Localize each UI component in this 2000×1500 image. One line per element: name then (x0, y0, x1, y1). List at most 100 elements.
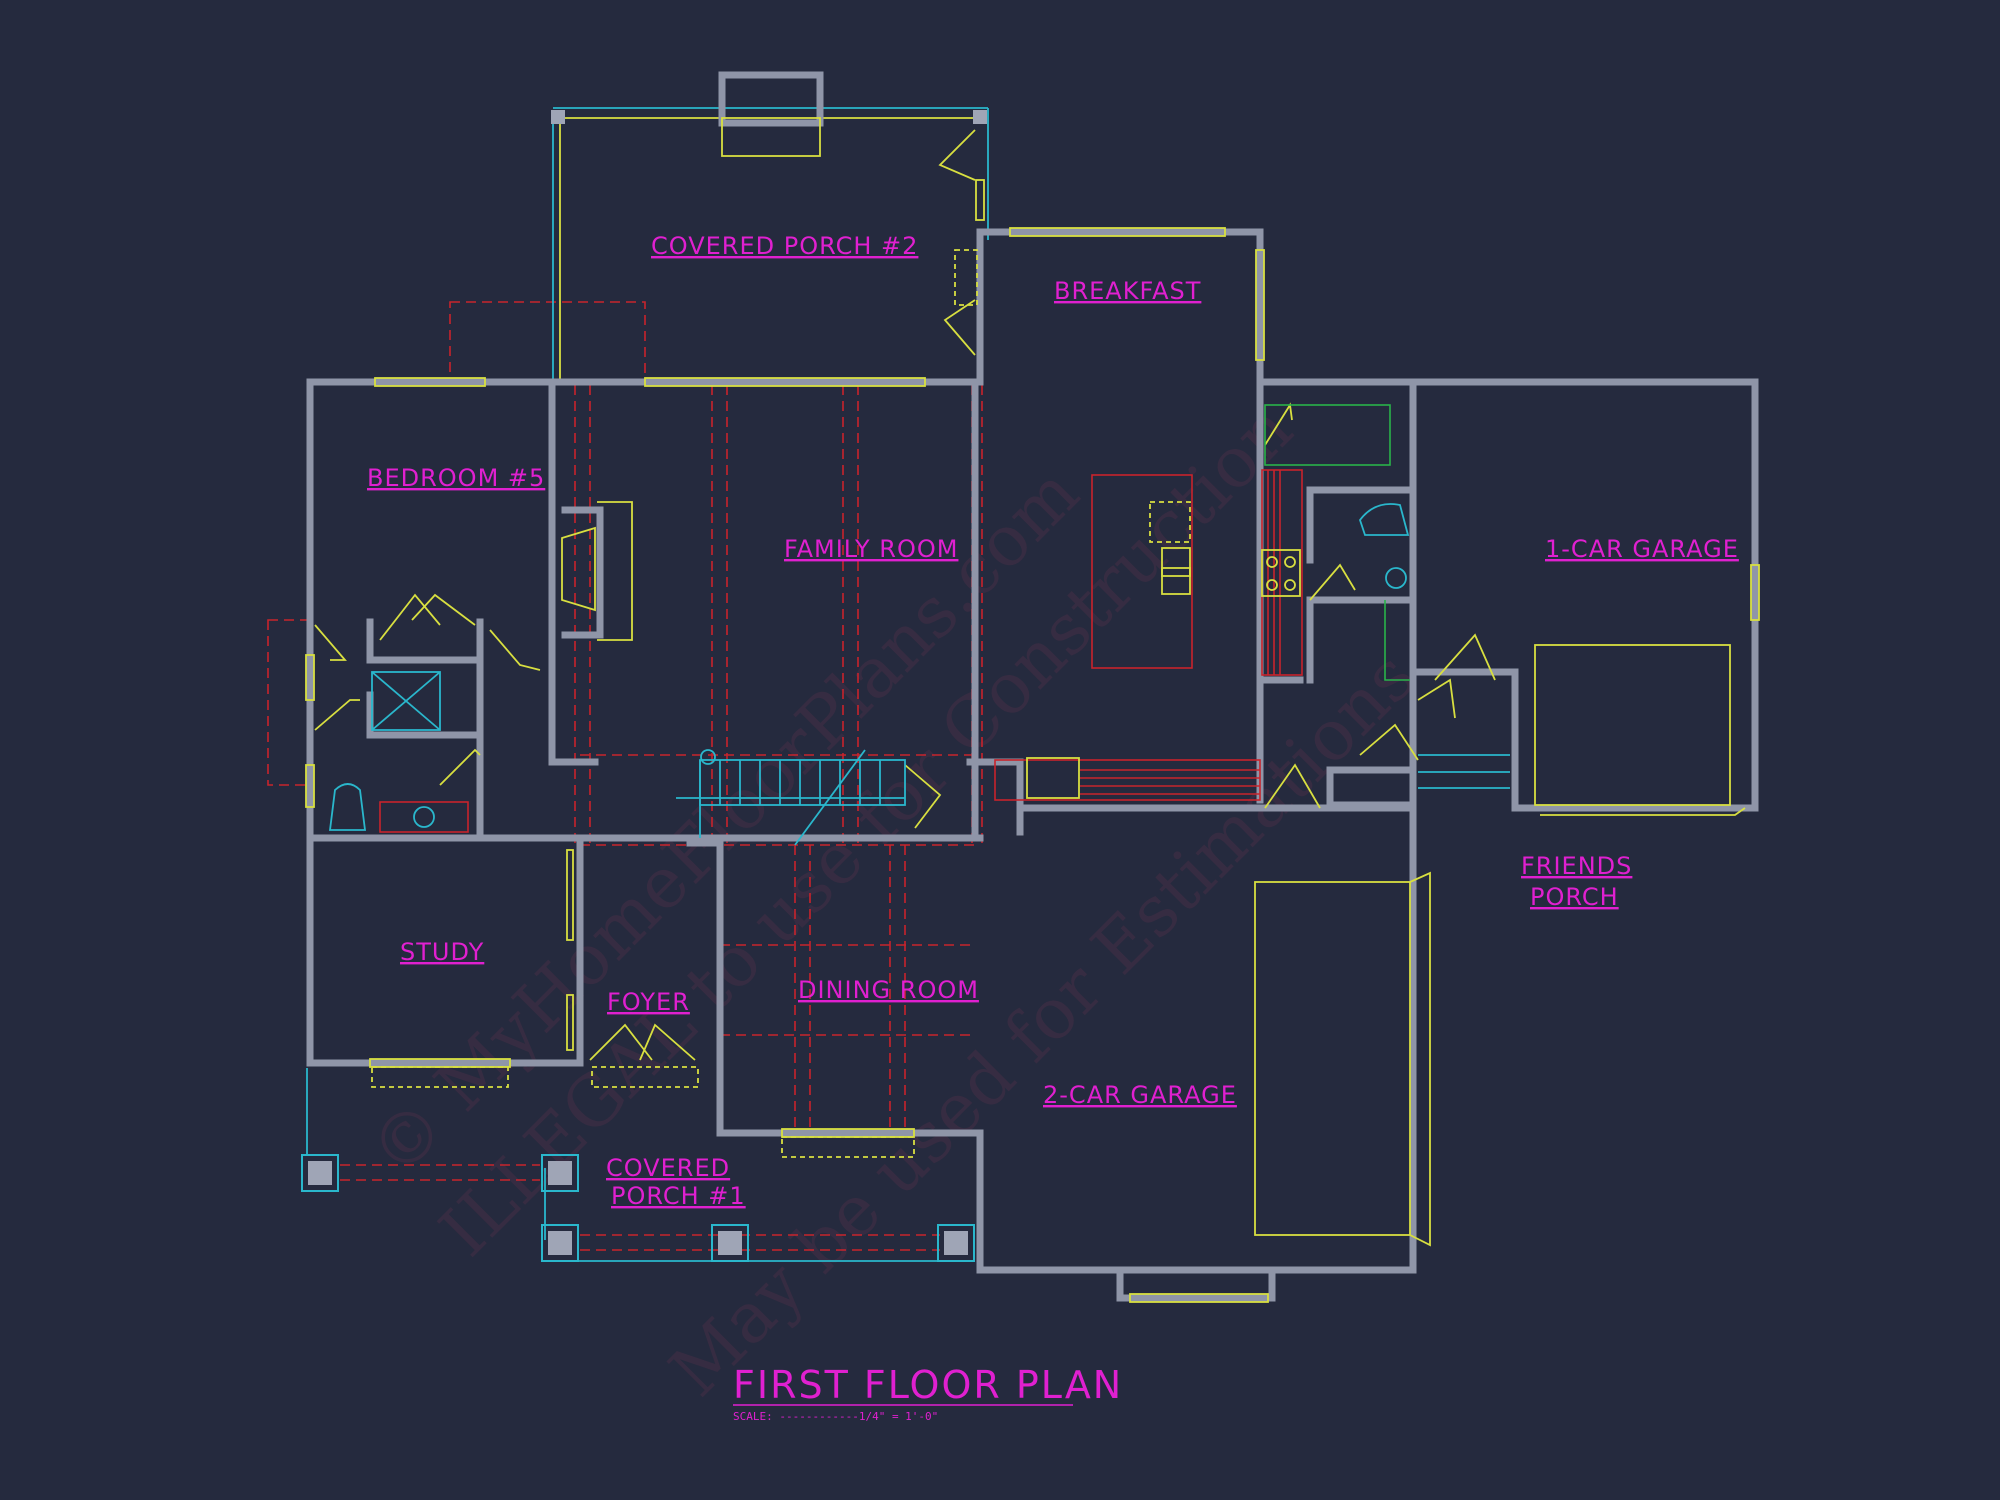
toilet (328, 783, 367, 831)
family-fireplace (561, 501, 633, 641)
trash-pullout (1161, 567, 1191, 595)
door-swing (1309, 563, 1356, 601)
window (566, 849, 574, 941)
front-porch (301, 1068, 975, 1262)
door-swing (904, 764, 942, 829)
window (305, 764, 315, 808)
stair-newel (700, 749, 716, 765)
porch-column-fill (548, 1161, 572, 1185)
door-swing (314, 699, 360, 731)
watermark-line-2: ILLEGAL to use for Construction (424, 388, 1308, 1272)
window (374, 377, 486, 387)
door-swing (639, 1023, 696, 1061)
window-sill (781, 1136, 915, 1158)
label-covered-porch-1-line2: PORCH #1 (611, 1182, 746, 1210)
plan-title-block: FIRST FLOOR PLAN SCALE: ------------1/4"… (733, 1363, 1121, 1423)
one-car-vehicle (1534, 644, 1731, 806)
porch-column-fill (548, 1231, 572, 1255)
door-swing (943, 299, 976, 356)
foyer-wall (686, 839, 724, 1137)
windows (305, 179, 1760, 1303)
burner (1266, 556, 1278, 568)
fireplace-chimney (718, 71, 824, 127)
plan-scale: SCALE: ------------1/4" = 1'-0" (733, 1410, 938, 1423)
window (1009, 227, 1226, 237)
window (975, 179, 985, 221)
door-swing (411, 593, 476, 626)
interior-wall (306, 378, 1417, 842)
label-family-room: FAMILY ROOM (784, 535, 958, 563)
door-swing (1264, 763, 1321, 809)
exterior-wall (306, 228, 1759, 1274)
porch-overhang-outline (449, 301, 646, 383)
label-covered-porch-2: COVERED PORCH #2 (651, 232, 918, 260)
door-swing (314, 624, 347, 661)
doors (314, 129, 1746, 1061)
porch-column (937, 1224, 975, 1262)
kitchen (994, 469, 1303, 801)
garage-door (1540, 807, 1746, 816)
burner (1284, 556, 1296, 568)
counter-hatch (1267, 470, 1281, 675)
staircase (676, 749, 906, 846)
window (644, 377, 926, 387)
burner (1266, 579, 1278, 591)
powder-room (1264, 404, 1410, 681)
walls (306, 71, 1759, 1302)
porch-column-fill (944, 1231, 968, 1255)
label-dining-room: DINING ROOM (798, 976, 979, 1004)
door-swing (1359, 723, 1419, 761)
fireplace-mantel (597, 501, 633, 641)
label-study: STUDY (400, 938, 484, 966)
porch-column (973, 110, 987, 124)
back-counter (994, 759, 1261, 801)
porch-column (551, 110, 565, 124)
window-sill (371, 1066, 509, 1088)
window (566, 994, 574, 1051)
kitchen-island (1091, 474, 1193, 669)
door-swing (938, 129, 976, 181)
door-swing (489, 629, 541, 671)
door-swing (1434, 633, 1496, 681)
door-swing (1417, 678, 1456, 719)
stair-treads (699, 760, 881, 838)
garage-vehicles (1254, 644, 1731, 1247)
vanity (379, 801, 469, 833)
porch-column (301, 1154, 339, 1192)
fireplace-firebox (561, 526, 596, 612)
mudroom-bench (1264, 404, 1391, 466)
powder-sink (1385, 567, 1407, 589)
porch-column-fill (308, 1161, 332, 1185)
porch-column (541, 1154, 579, 1192)
door-swing (589, 1023, 653, 1061)
garage-bump-wall (1116, 1266, 1276, 1302)
bedroom-bath (328, 671, 469, 833)
two-car-vehicle (1254, 881, 1411, 1236)
laundry-counter (1384, 600, 1410, 681)
refrigerator (1026, 757, 1080, 799)
sink (413, 806, 435, 828)
label-breakfast: BREAKFAST (1054, 277, 1201, 305)
label-friends-porch-1: FRIENDS (1521, 852, 1632, 880)
window (1255, 249, 1265, 361)
label-friends-porch-2: PORCH (1530, 883, 1619, 911)
back-counter-hatch (1080, 769, 1260, 795)
window-sill (954, 249, 978, 306)
cooktop (1261, 549, 1301, 597)
label-covered-porch-1-line1: COVERED (606, 1154, 730, 1182)
porch-column-fill (718, 1231, 742, 1255)
door-swing (439, 748, 481, 786)
fireplace-hearth (721, 117, 821, 157)
window (1129, 1293, 1269, 1303)
burner (1284, 579, 1296, 591)
garage-door-panel (1409, 871, 1431, 1247)
label-1-car-garage: 1-CAR GARAGE (1545, 535, 1739, 563)
dishwasher (1161, 547, 1191, 577)
window (1750, 564, 1760, 621)
bay-outline (267, 619, 309, 786)
shower (371, 671, 441, 731)
label-bedroom-5: BEDROOM #5 (367, 464, 545, 492)
porch-column (541, 1224, 579, 1262)
